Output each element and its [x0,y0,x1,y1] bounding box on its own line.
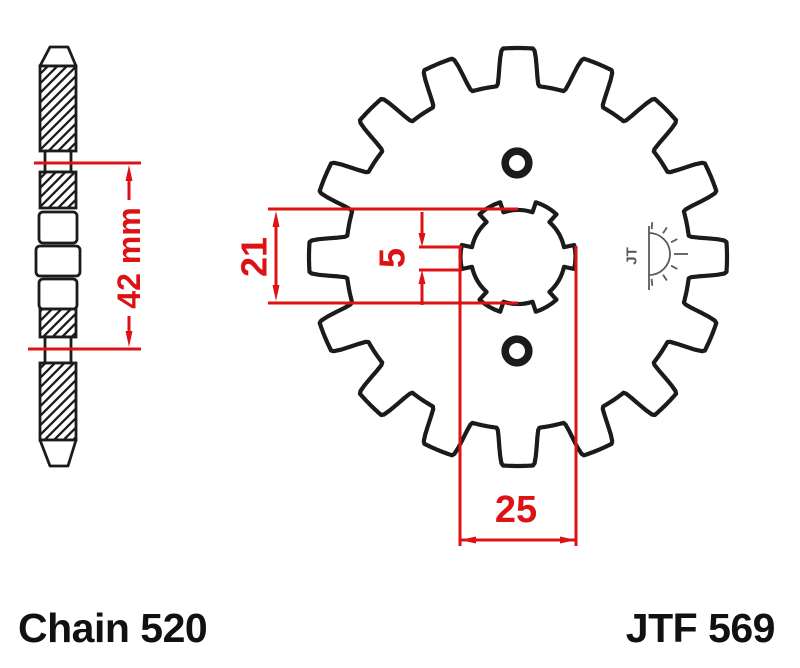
shaft-hatched-band-2 [38,170,78,210]
bolt-hole-bottom [501,335,533,367]
side-view-section: 42 mm [28,45,147,468]
keyway-width-dimension-label: 5 [372,248,413,268]
arrow-down-icon [125,331,133,347]
part-number-label: JTF 569 [625,605,776,651]
dimension-21: 21 [234,207,518,305]
logo-ray-icon [650,278,654,286]
shaft-bottom-chamfer [38,438,78,468]
logo-ray-icon [670,238,678,244]
logo-sun-rays [650,222,688,286]
arrow-down-icon [272,285,280,301]
hub-block-2 [34,244,82,278]
bore-diameter-dimension-label: 21 [234,237,275,277]
dimension-25: 25 [458,246,578,546]
shaft-top-chamfer [38,45,78,68]
arrow-up-icon [418,270,426,284]
bolt-hole-top [501,147,533,179]
logo-ray-icon [670,264,678,270]
dimension-5: 5 [372,212,462,305]
arrow-right-icon [560,536,576,544]
logo-jt-text: JT [624,247,641,265]
shaft-hatched-band-3 [38,307,78,339]
logo-sun-icon [648,232,671,276]
dimension-42mm: 42 mm [28,161,147,351]
jt-logo: JT [624,222,688,290]
logo-ray-icon [662,274,668,282]
hub-block-3 [37,277,79,311]
arrow-up-icon [125,165,133,181]
hub-block-1 [37,210,79,245]
chain-size-label: Chain 520 [18,605,208,651]
arrow-left-icon [460,536,476,544]
logo-ray-icon [662,226,668,234]
shaft-hatched-band-1 [38,64,78,153]
logo-ray-icon [650,222,654,230]
shaft-hatched-band-4 [38,361,78,442]
front-view: 21 5 25 [234,45,730,546]
bore-across-keyways-dimension-label: 25 [495,489,537,531]
arrow-up-icon [272,211,280,227]
hub-width-dimension-label: 42 mm [111,207,147,308]
spline-bore-outline [458,200,578,314]
arrow-down-icon [418,233,426,247]
